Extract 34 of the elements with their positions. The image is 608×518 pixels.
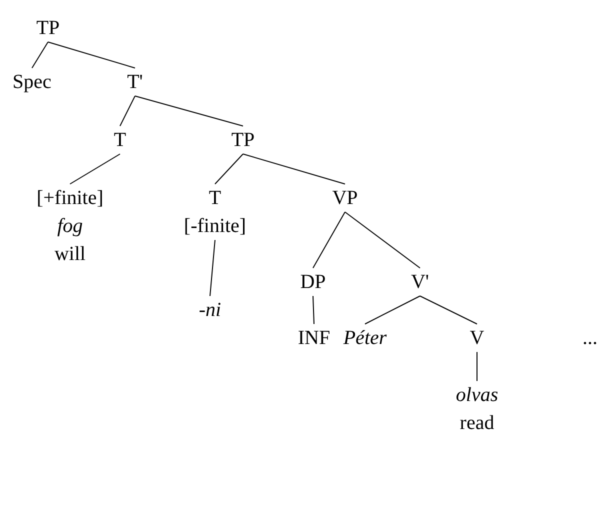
tree-branch bbox=[134, 96, 244, 126]
tree-node-label: [-finite] bbox=[182, 214, 248, 239]
tree-node-label: -ni bbox=[198, 298, 222, 323]
tree-node-label: V' bbox=[410, 270, 430, 295]
tree-branch bbox=[210, 240, 216, 296]
tree-branch bbox=[476, 352, 478, 382]
ellipsis-note: ... bbox=[582, 326, 598, 351]
tree-branch bbox=[312, 296, 314, 324]
tree-node-label: TP bbox=[230, 128, 256, 153]
tree-node-label: fog bbox=[56, 214, 84, 239]
tree-node-label: V bbox=[468, 326, 486, 351]
tree-node-label: [+finite] bbox=[36, 186, 104, 211]
tree-node-label: will bbox=[53, 242, 87, 267]
tree-node-label: INF bbox=[296, 326, 332, 351]
tree-node-label: TP bbox=[35, 16, 61, 41]
tree-branch bbox=[364, 296, 420, 324]
tree-node-label: Spec bbox=[12, 70, 52, 95]
tree-branch bbox=[344, 212, 420, 268]
tree-branch bbox=[312, 212, 346, 268]
tree-branch bbox=[214, 154, 244, 184]
tree-node-label: Péter bbox=[342, 326, 388, 351]
tree-branch bbox=[420, 296, 478, 324]
tree-node-label: T bbox=[112, 128, 128, 153]
tree-node-label: T bbox=[208, 186, 222, 211]
tree-branch bbox=[70, 154, 120, 184]
tree-node-label: DP bbox=[299, 270, 327, 295]
tree-node-label: read bbox=[458, 411, 496, 436]
tree-node-label: VP bbox=[331, 186, 359, 211]
tree-node-label: T' bbox=[126, 70, 144, 95]
tree-branch bbox=[32, 42, 48, 68]
tree-branch bbox=[48, 42, 136, 68]
tree-node-label: olvas bbox=[454, 383, 500, 408]
tree-branch bbox=[120, 96, 136, 126]
tree-branch bbox=[242, 154, 346, 184]
